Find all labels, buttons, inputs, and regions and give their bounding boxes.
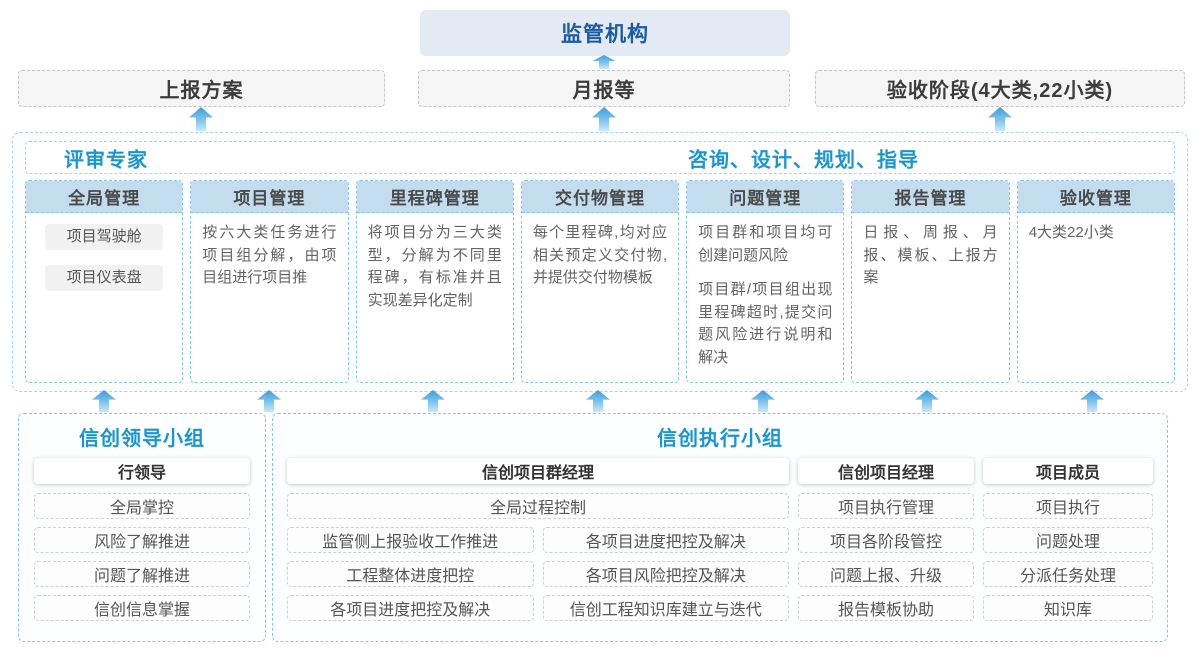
column-body: 每个里程碑,均对应相关预定义交付物,并提供交付物模板: [522, 213, 678, 311]
column-header: 问题管理: [687, 181, 844, 213]
consult-label: 咨询、设计、规划、指导: [688, 149, 919, 171]
module-column-report-mgmt: 报告管理 日报、周报、月报、模板、上报方案: [851, 180, 1010, 383]
list-item: 分派任务处理: [983, 561, 1153, 587]
up-arrow-icon: [1080, 390, 1104, 412]
column-body: 项目驾驶舱 项目仪表盘: [26, 213, 182, 315]
channel-box-acceptance-stage: 验收阶段(4大类,22小类): [815, 70, 1185, 107]
list-item: 信创信息掌握: [34, 595, 250, 621]
list-item: 项目执行: [983, 493, 1153, 519]
column-header: 里程碑管理: [356, 181, 513, 213]
column-body: 项目群和项目均可创建问题风险 项目群/项目组出现里程碑超时,提交问题风险进行说明…: [687, 213, 843, 382]
regulator-box: 监管机构: [420, 10, 790, 56]
up-arrow-icon: [592, 107, 616, 131]
list-item: 全局掌控: [34, 493, 250, 519]
experts-label: 评审专家: [64, 149, 148, 171]
list-item: 问题处理: [983, 527, 1153, 553]
up-arrow-icon: [592, 55, 616, 69]
list-item: 工程整体进度把控: [287, 561, 534, 587]
column-desc: 项目群/项目组出现里程碑超时,提交问题风险进行说明和解决: [698, 281, 833, 366]
up-arrow-icon: [915, 390, 939, 412]
list-item: 项目执行管理: [798, 493, 974, 519]
column-desc: 项目群和项目均可创建问题风险: [698, 224, 833, 264]
role-box-project-member: 项目成员: [983, 458, 1153, 484]
up-arrow-icon: [257, 390, 281, 412]
program-manager-column: 信创项目群经理 全局过程控制 监管侧上报验收工作推进 各项目进度把控及解决 工程…: [287, 458, 789, 621]
module-column-deliverable-mgmt: 交付物管理 每个里程碑,均对应相关预定义交付物,并提供交付物模板: [520, 180, 680, 383]
module-column-global-mgmt: 全局管理 项目驾驶舱 项目仪表盘: [25, 180, 184, 383]
column-body: 按六大类任务进行项目组分解，由项目组进行项目推: [191, 213, 347, 311]
column-desc: 将项目分为三大类型，分解为不同里程碑，有标准并且实现差异化定制: [367, 224, 502, 309]
column-header: 项目管理: [191, 181, 348, 213]
column-header: 验收管理: [1017, 181, 1174, 213]
exec-group-columns: 信创项目群经理 全局过程控制 监管侧上报验收工作推进 各项目进度把控及解决 工程…: [273, 458, 1167, 621]
list-item: 监管侧上报验收工作推进: [287, 527, 534, 553]
module-column-project-mgmt: 项目管理 按六大类任务进行项目组分解，由项目组进行项目推: [190, 180, 349, 383]
column-desc: 4大类22小类: [1028, 224, 1114, 241]
column-desc: 每个里程碑,均对应相关预定义交付物,并提供交付物模板: [532, 224, 668, 286]
module-column-milestone-mgmt: 里程碑管理 将项目分为三大类型，分解为不同里程碑，有标准并且实现差异化定制: [355, 180, 514, 383]
list-item: 项目各阶段管控: [798, 527, 974, 553]
leader-group-title: 信创领导小组: [79, 427, 205, 450]
list-item: 信创工程知识库建立与迭代: [542, 595, 789, 621]
role-box-bank-leader: 行领导: [34, 458, 250, 484]
up-arrow-icon: [92, 390, 116, 412]
leader-group-container: 信创领导小组 行领导 全局掌控 风险了解推进 问题了解推进 信创信息掌握: [18, 413, 266, 642]
platform-container: 评审专家 咨询、设计、规划、指导 全局管理 项目驾驶舱 项目仪表盘 项目管理 按…: [12, 132, 1188, 392]
column-header: 报告管理: [852, 181, 1009, 213]
chip-project-dashboard: 项目仪表盘: [45, 265, 164, 291]
list-item: 各项目进度把控及解决: [542, 527, 789, 553]
list-item: 风险了解推进: [34, 527, 250, 553]
role-box-program-manager: 信创项目群经理: [287, 458, 789, 484]
exec-group-title: 信创执行小组: [657, 427, 783, 450]
up-arrow-icon: [586, 390, 610, 412]
program-manager-task-grid: 监管侧上报验收工作推进 各项目进度把控及解决 工程整体进度把控 各项目风险把控及…: [287, 519, 789, 621]
up-arrow-icon: [988, 107, 1012, 131]
up-arrow-icon: [189, 107, 213, 131]
column-body: 4大类22小类: [1018, 213, 1174, 266]
column-desc: 按六大类任务进行项目组分解，由项目组进行项目推: [202, 224, 337, 286]
up-arrow-icon: [751, 390, 775, 412]
column-body: 日报、周报、月报、模板、上报方案: [852, 213, 1008, 311]
list-item: 问题上报、升级: [798, 561, 974, 587]
list-item: 全局过程控制: [287, 493, 789, 519]
chip-project-cockpit: 项目驾驶舱: [45, 224, 164, 250]
channel-box-monthly-report: 月报等: [418, 70, 790, 107]
list-item: 各项目风险把控及解决: [542, 561, 789, 587]
module-columns: 全局管理 项目驾驶舱 项目仪表盘 项目管理 按六大类任务进行项目组分解，由项目组…: [25, 180, 1175, 383]
project-member-column: 项目成员 项目执行 问题处理 分派任务处理 知识库: [983, 458, 1153, 621]
list-item: 各项目进度把控及解决: [287, 595, 534, 621]
module-column-issue-mgmt: 问题管理 项目群和项目均可创建问题风险 项目群/项目组出现里程碑超时,提交问题风…: [686, 180, 845, 383]
exec-group-container: 信创执行小组 信创项目群经理 全局过程控制 监管侧上报验收工作推进 各项目进度把…: [272, 413, 1168, 642]
experts-row: 评审专家 咨询、设计、规划、指导: [25, 141, 1175, 174]
column-header: 全局管理: [26, 181, 183, 213]
module-column-acceptance-mgmt: 验收管理 4大类22小类: [1016, 180, 1175, 383]
up-arrow-icon: [421, 390, 445, 412]
column-header: 交付物管理: [521, 181, 679, 213]
list-item: 问题了解推进: [34, 561, 250, 587]
list-item: 报告模板协助: [798, 595, 974, 621]
channel-box-report-plan: 上报方案: [18, 70, 385, 107]
column-desc: 日报、周报、月报、模板、上报方案: [863, 224, 998, 286]
column-body: 将项目分为三大类型，分解为不同里程碑，有标准并且实现差异化定制: [357, 213, 513, 333]
project-manager-column: 信创项目经理 项目执行管理 项目各阶段管控 问题上报、升级 报告模板协助: [798, 458, 974, 621]
list-item: 知识库: [983, 595, 1153, 621]
role-box-project-manager: 信创项目经理: [798, 458, 974, 484]
